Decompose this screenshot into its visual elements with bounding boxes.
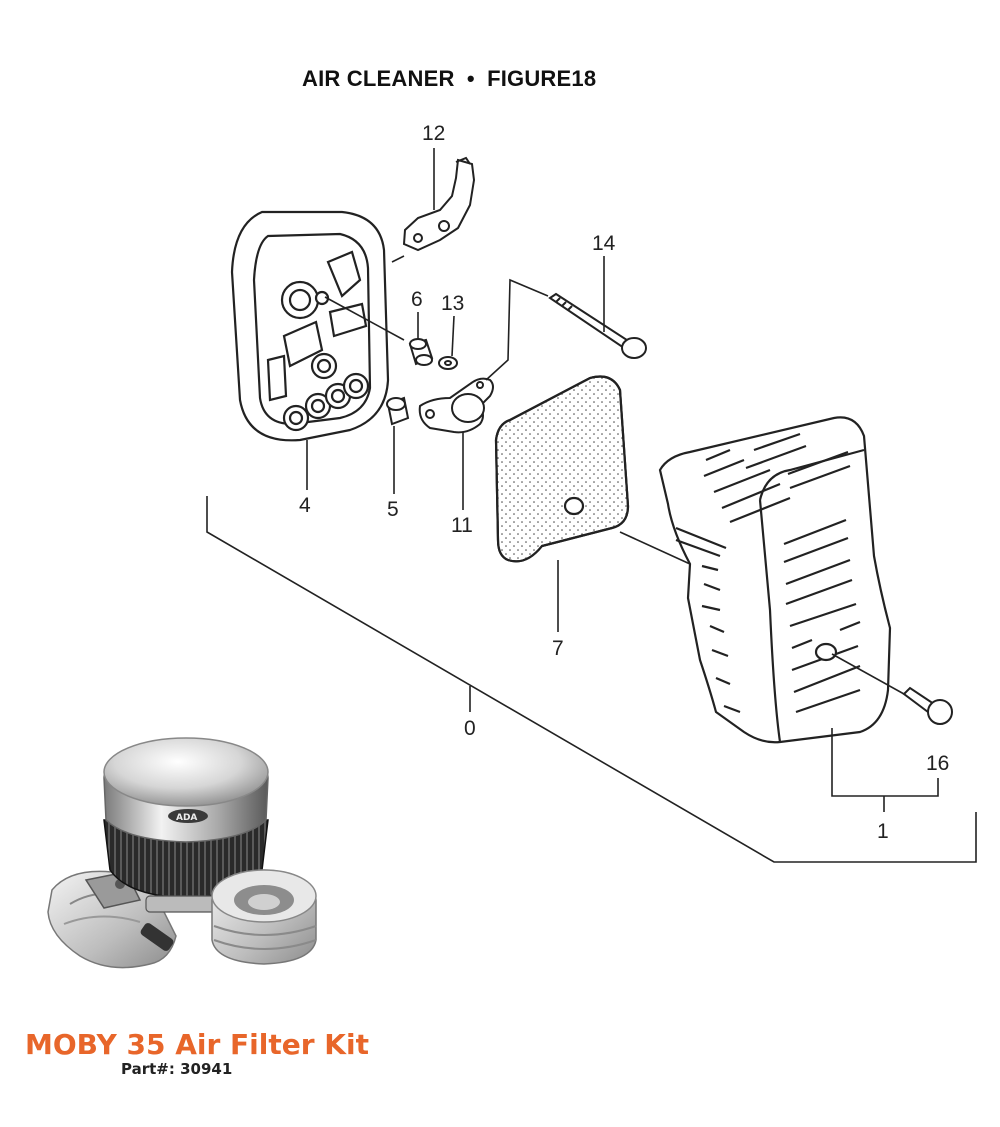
callout-1: 1 bbox=[877, 820, 889, 843]
callout-4: 4 bbox=[299, 494, 311, 517]
spacer-part bbox=[408, 338, 434, 366]
figure-title: AIR CLEANER • FIGURE18 bbox=[302, 66, 596, 92]
callout-6: 6 bbox=[411, 288, 423, 311]
title-figure-number: 18 bbox=[571, 66, 597, 91]
ada-logo-text: ADA bbox=[176, 813, 197, 823]
washer-part bbox=[438, 356, 458, 370]
callout-13: 13 bbox=[441, 292, 464, 315]
foam-filter-part bbox=[494, 375, 630, 563]
callout-5: 5 bbox=[387, 498, 399, 521]
collar-part bbox=[386, 396, 410, 426]
long-screw-part bbox=[548, 292, 647, 359]
callout-14: 14 bbox=[592, 232, 616, 255]
bracket-plate-part bbox=[402, 156, 476, 252]
title-text: AIR CLEANER bbox=[302, 66, 455, 91]
short-screw-part bbox=[902, 686, 953, 725]
callout-7: 7 bbox=[552, 637, 564, 660]
callout-12: 12 bbox=[422, 122, 445, 145]
callout-11: 11 bbox=[451, 514, 473, 537]
callout-0: 0 bbox=[464, 717, 476, 740]
callout-16: 16 bbox=[926, 752, 949, 775]
air-cleaner-cover-part bbox=[658, 416, 892, 744]
title-separator: • bbox=[466, 66, 475, 91]
title-figure-label: FIGURE bbox=[487, 66, 572, 91]
air-filter-kit-photo: ADA bbox=[47, 737, 317, 969]
choke-plate-part bbox=[418, 377, 494, 434]
air-cleaner-base-part bbox=[230, 210, 390, 442]
kit-name: MOBY 35 Air Filter Kit bbox=[25, 1028, 369, 1061]
leader-lines bbox=[206, 148, 977, 863]
kit-part-number: Part#: 30941 bbox=[121, 1060, 233, 1078]
